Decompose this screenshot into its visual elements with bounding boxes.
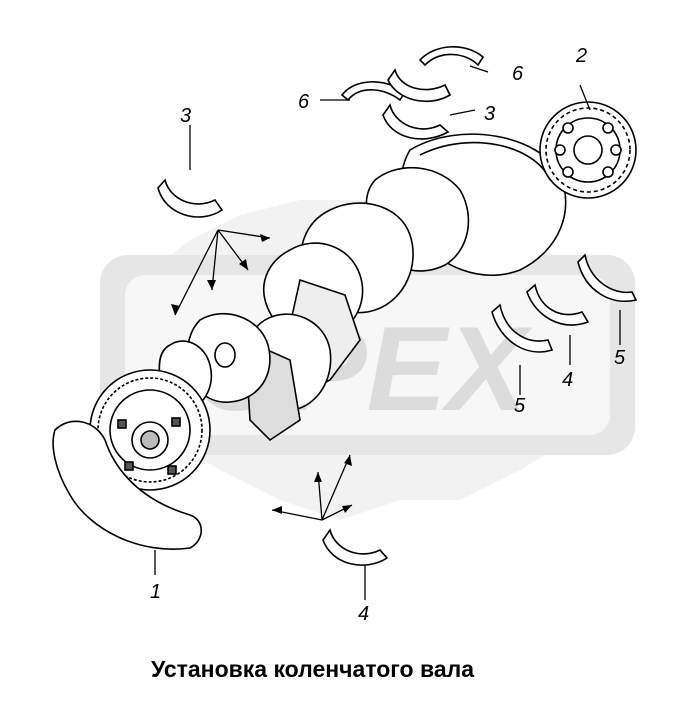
callout-5-mid: 5: [514, 395, 526, 417]
callout-6-left: 6: [298, 91, 310, 113]
bearing-shells: [157, 46, 638, 566]
callout-4-right: 4: [562, 369, 573, 391]
callout-3-left: 3: [180, 105, 191, 127]
crankshaft: [52, 133, 567, 550]
bearing-shell-4-bottom: [322, 528, 389, 566]
arrowheads: [171, 234, 352, 514]
bearing-shell-6-right: [418, 46, 485, 67]
bearing-shell-4-right: [526, 283, 590, 326]
callout-3-top: 3: [484, 103, 495, 125]
bearing-shell-5-mid: [491, 303, 554, 353]
bearing-shell-3-left: [157, 178, 224, 218]
diagram-caption: Установка коленчатого вала: [150, 656, 475, 682]
bearing-shell-3-upper: [387, 68, 452, 103]
callouts: 1 2 3 3 4 4 5 5 6 6: [150, 45, 626, 625]
bearing-shell-3-top: [382, 103, 450, 140]
callout-6-right: 6: [512, 63, 524, 85]
bearing-shell-5-right: [577, 253, 638, 302]
callout-5-right: 5: [614, 347, 626, 369]
callout-2: 2: [575, 45, 587, 67]
callout-1: 1: [150, 581, 161, 603]
gear-2: [539, 101, 637, 199]
callout-4-bottom: 4: [358, 603, 369, 625]
